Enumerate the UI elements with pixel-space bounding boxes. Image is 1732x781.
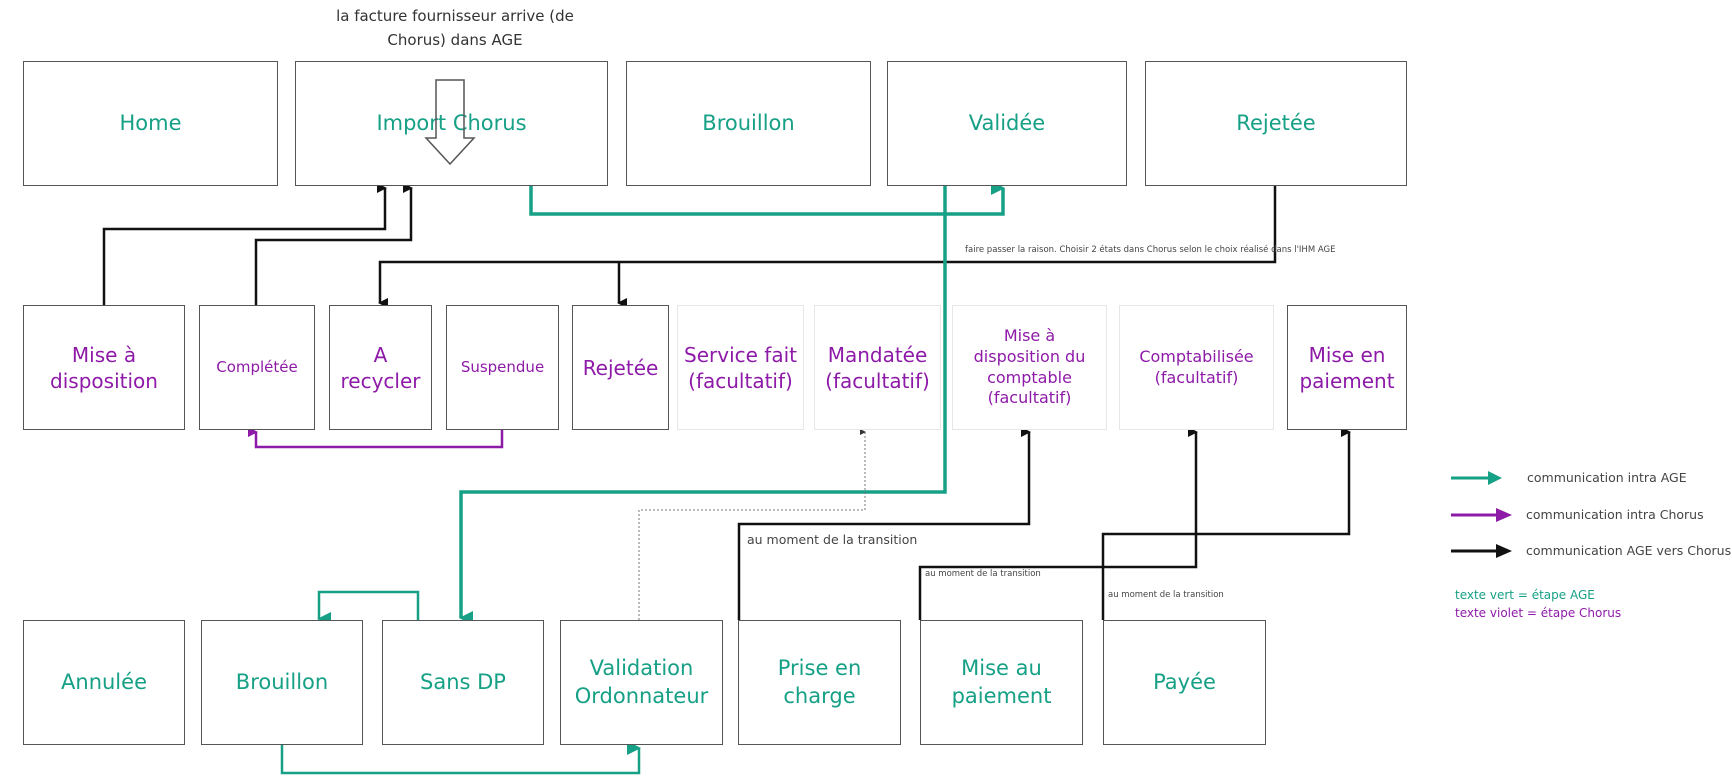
state-label: Mise en paiement [1299,342,1395,393]
state-label: Mise à disposition du comptable (faculta… [973,325,1086,408]
edge-suspendue-to-completee [248,427,504,449]
state-label: A recycler [340,342,421,393]
state-rejetee-chorus[interactable]: Rejetée [572,305,669,430]
state-label: Payée [1153,669,1216,694]
import-note: la facture fournisseur arrive (de Chorus… [336,7,574,49]
state-completee[interactable]: Complétée [199,305,315,430]
legend-key-purple: texte violet = étape Chorus [1455,606,1622,620]
state-label: Rejetée [582,355,659,380]
state-label: Mandatée (facultatif) [825,342,930,393]
transition-note-3: au moment de la transition [1108,590,1224,600]
state-brouillon-bottom[interactable]: Brouillon [201,620,363,745]
state-label: Sans DP [420,669,506,694]
transition-note-2: au moment de la transition [925,569,1041,579]
edge-rejetee-to-a-recycler [378,186,1277,308]
edge-payee-to-mise-en-paiement [1101,427,1351,620]
state-label: Service fait (facultatif) [684,342,797,393]
state-label: Mise à disposition [50,342,158,393]
state-label: Mise au paiement [951,656,1052,708]
state-label: Comptabilisée (facultatif) [1139,346,1254,387]
legend-label-intra-age: communication intra AGE [1527,470,1687,485]
state-label: Annulée [61,669,147,694]
state-comptabilisee[interactable]: Comptabilisée (facultatif) [1119,305,1274,430]
state-label: Validée [968,110,1046,135]
transition-note-1: au moment de la transition [747,532,918,547]
edge-validee-to-sans-dp [459,186,947,625]
state-import-chorus[interactable]: Import Chorus [295,61,608,186]
state-home[interactable]: Home [23,61,278,186]
state-label: Prise en charge [777,656,862,708]
state-label: Brouillon [235,669,329,694]
state-mise-a-disposition[interactable]: Mise à disposition [23,305,185,430]
state-service-fait[interactable]: Service fait (facultatif) [677,305,804,430]
state-validee[interactable]: Validée [887,61,1127,186]
state-mandatee[interactable]: Mandatée (facultatif) [814,305,941,430]
legend-key-green: texte vert = étape AGE [1455,588,1595,602]
state-label: Validation Ordonnateur [574,656,709,708]
state-label: Suspendue [460,357,545,376]
edge-mise-a-disposition-to-import-chorus [102,183,387,305]
import-arrow-icon [424,79,476,166]
state-mise-en-paiement[interactable]: Mise en paiement [1287,305,1407,430]
edge-import-chorus-to-validee [529,181,1005,216]
state-brouillon-top[interactable]: Brouillon [626,61,871,186]
state-label: Home [119,110,182,135]
legend-arrowhead-intra-age [1488,471,1502,485]
state-mise-a-disposition-comptable[interactable]: Mise à disposition du comptable (faculta… [952,305,1107,430]
state-suspendue[interactable]: Suspendue [446,305,559,430]
state-payee[interactable]: Payée [1103,620,1266,745]
state-prise-en-charge[interactable]: Prise en charge [738,620,901,745]
state-annulee[interactable]: Annulée [23,620,185,745]
state-rejetee-top[interactable]: Rejetée [1145,61,1407,186]
state-label: Brouillon [702,110,795,135]
edge-completee-to-import-chorus [254,183,413,305]
state-label: Complétée [216,357,298,376]
state-sans-dp[interactable]: Sans DP [382,620,544,745]
edge-sans-dp-to-brouillon [317,590,420,626]
edge-validation-ordonnateur-to-mandatee [638,429,866,620]
state-mise-au-paiement[interactable]: Mise au paiement [920,620,1083,745]
edge-mise-au-paiement-to-comptabilisee [918,427,1198,620]
state-label: Import Chorus [376,110,527,135]
edge-prise-en-charge-to-comptable [737,427,1031,620]
legend-arrowhead-intra-chorus [1496,508,1512,522]
legend-label-intra-chorus: communication intra Chorus [1526,507,1704,522]
legend-label-age-to-chorus: communication AGE vers Chorus [1526,543,1732,558]
state-validation-ordonnateur[interactable]: Validation Ordonnateur [560,620,723,745]
edge-brouillon-to-validation-ordonnateur [280,741,641,775]
rejection-reason-note: faire passer la raison. Choisir 2 états … [965,245,1336,255]
state-a-recycler[interactable]: A recycler [329,305,432,430]
state-label: Rejetée [1236,110,1316,135]
legend-arrowhead-age-to-chorus [1496,544,1512,558]
